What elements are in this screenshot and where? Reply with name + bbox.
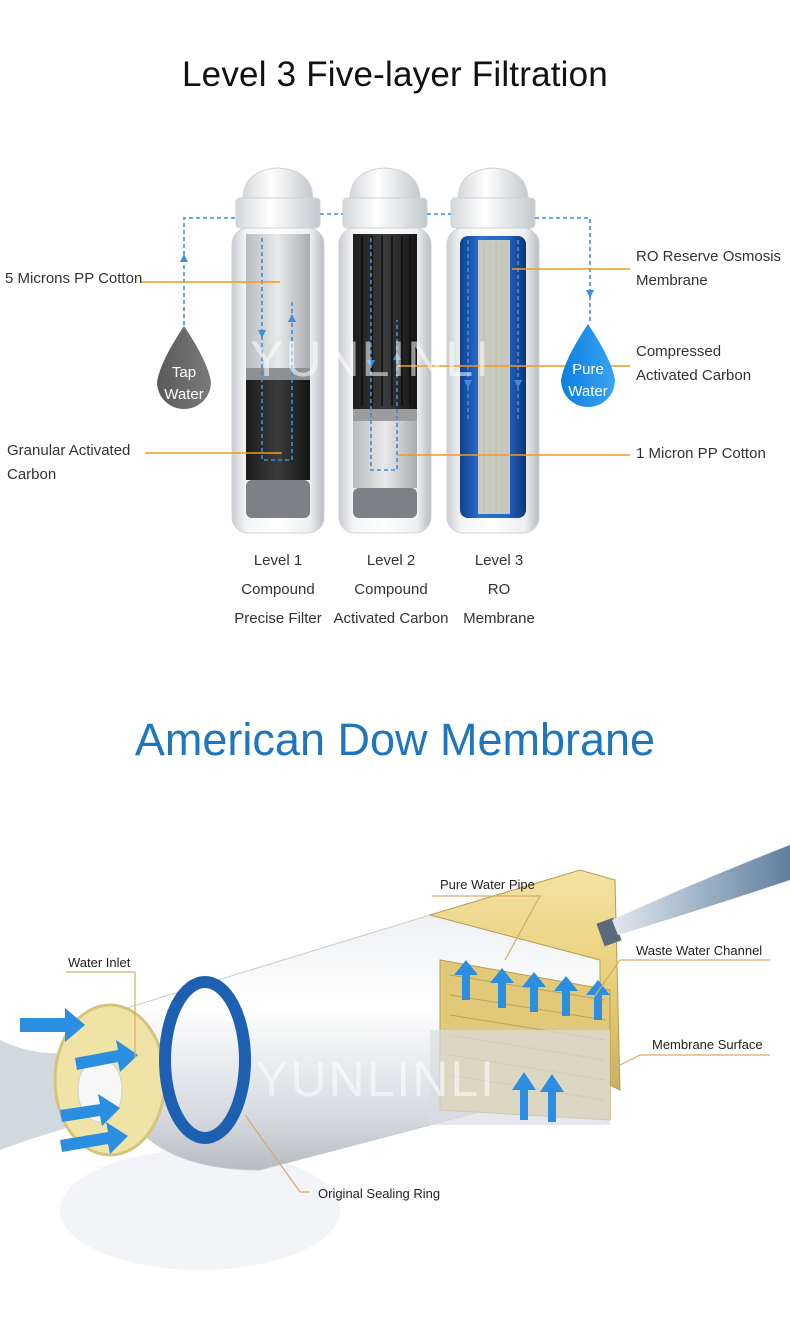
tap-line1: Tap	[171, 364, 197, 381]
level1-line3: Precise Filter	[234, 610, 322, 627]
tap-water-label: Tap Water	[154, 362, 214, 406]
label-granular-carbon: Granular Activated Carbon	[7, 439, 130, 487]
membrane-leader-lines	[66, 895, 770, 1193]
label-ro-membrane: RO Reserve Osmosis Membrane	[636, 245, 781, 293]
level2-line2: Compound	[354, 581, 428, 598]
pure-water-outlet-stream	[612, 845, 790, 935]
level1-caption: Level 1 Compound Precise Filter	[213, 546, 343, 633]
cartridge-level1	[231, 167, 325, 534]
level1-line2: Compound	[241, 581, 315, 598]
filter-diagram	[140, 167, 630, 534]
ro-line1: RO Reserve Osmosis	[636, 248, 782, 265]
level2-line3: Activated Carbon	[333, 610, 449, 627]
cartridge-level2	[338, 167, 432, 534]
level2-line1: Level 2	[366, 552, 416, 569]
compressed-line1: Compressed	[636, 343, 722, 360]
level3-line1: Level 3	[474, 552, 524, 569]
label-membrane-surface: Membrane Surface	[652, 1037, 763, 1052]
pure-line2: Water	[568, 383, 608, 400]
flow-path	[183, 213, 591, 471]
granular-line2: Carbon	[7, 466, 57, 483]
level2-caption: Level 2 Compound Activated Carbon	[326, 546, 456, 633]
sealing-ring	[159, 976, 251, 1144]
label-waste-water-channel: Waste Water Channel	[636, 943, 763, 958]
compressed-line2: Activated Carbon	[636, 367, 752, 384]
label-1-micron-cotton: 1 Micron PP Cotton	[636, 445, 766, 462]
ro-line2: Membrane	[636, 272, 708, 289]
cartridge-level3	[446, 167, 540, 534]
membrane-diagram	[0, 845, 790, 1270]
level3-line3: Membrane	[463, 610, 535, 627]
inlet-arrows	[20, 1008, 138, 1154]
leader-lines	[140, 268, 630, 456]
pure-line1: Pure	[572, 361, 604, 378]
label-sealing-ring: Original Sealing Ring	[318, 1186, 441, 1201]
membrane-title: American Dow Membrane	[134, 714, 656, 765]
label-pure-water-pipe: Pure Water Pipe	[440, 877, 535, 892]
label-compressed-carbon: Compressed Activated Carbon	[636, 340, 751, 388]
tap-water-drop	[157, 326, 211, 409]
granular-line1: Granular Activated	[7, 442, 131, 459]
level3-caption: Level 3 RO Membrane	[434, 546, 564, 633]
membrane-layers	[428, 869, 621, 1125]
watermark-2: YUNLINLI	[255, 1051, 497, 1107]
label-pp-cotton: 5 Microns PP Cotton	[5, 270, 143, 287]
label-water-inlet: Water Inlet	[68, 955, 131, 970]
level1-line1: Level 1	[253, 552, 303, 569]
pure-water-drop	[561, 324, 615, 407]
flow-arrows-membrane	[454, 960, 610, 1122]
tap-line2: Water	[164, 386, 204, 403]
flow-arrows	[180, 254, 594, 388]
level3-line2: RO	[487, 581, 511, 598]
watermark: YUNLINLI	[250, 331, 492, 387]
pure-water-label: Pure Water	[558, 359, 618, 403]
filtration-title: Level 3 Five-layer Filtration	[182, 55, 608, 94]
